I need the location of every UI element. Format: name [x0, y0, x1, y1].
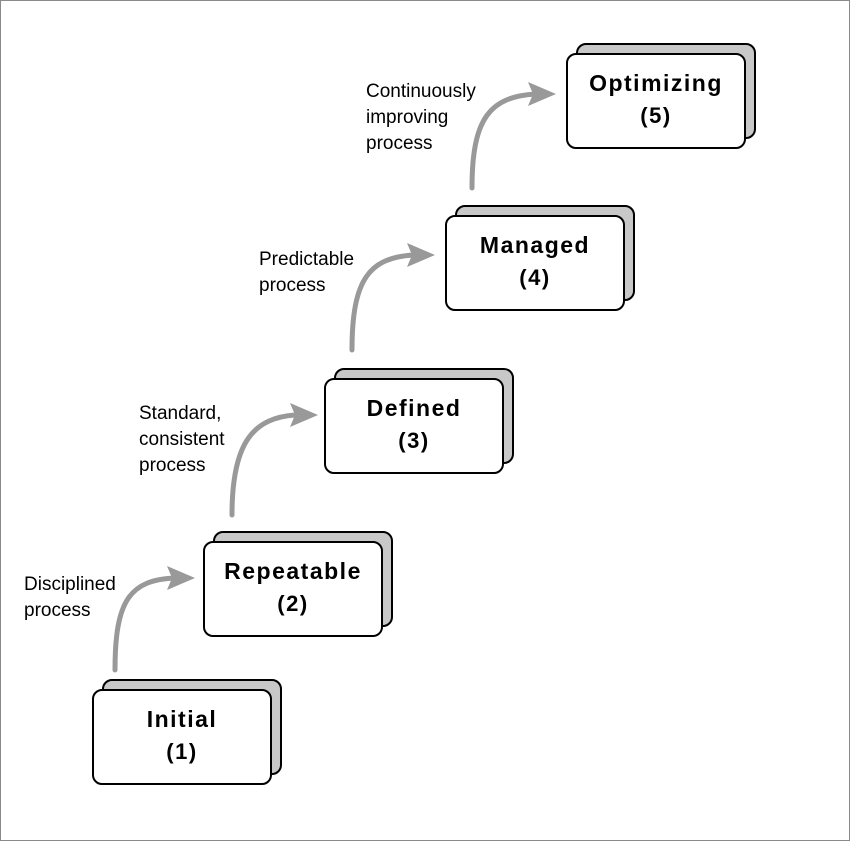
stage-name: Initial [146, 706, 218, 732]
stage-number: (2) [277, 591, 309, 616]
stage-number: (3) [398, 428, 430, 453]
arrow-2-to-3 [229, 412, 298, 518]
transition-label-1: Disciplined process [24, 572, 116, 624]
stage-defined: Defined (3) [324, 368, 514, 476]
stage-repeatable: Repeatable (2) [203, 531, 393, 639]
arrow-4-to-5 [469, 91, 538, 191]
stage-number: (5) [640, 103, 672, 128]
stage-number: (4) [519, 265, 551, 290]
label-line: Standard, [139, 403, 222, 424]
label-line: process [139, 455, 206, 476]
label-line: Continuously [366, 81, 476, 102]
stage-card: Optimizing (5) [566, 53, 746, 149]
label-line: improving [366, 107, 449, 128]
stage-card: Initial (1) [92, 689, 272, 785]
label-line: Predictable [259, 249, 355, 270]
arrow-3-to-4 [349, 252, 416, 353]
arrow-3-head [407, 243, 435, 267]
stage-number: (1) [166, 739, 198, 764]
arrow-1-to-2 [112, 575, 178, 673]
stage-card: Managed (4) [445, 215, 625, 311]
stage-initial: Initial (1) [92, 679, 282, 787]
label-line: process [366, 133, 433, 154]
stage-card: Repeatable (2) [203, 541, 383, 637]
transition-label-2: Standard, consistent process [139, 401, 225, 479]
transition-label-3: Predictable process [259, 247, 354, 299]
stage-name: Managed [479, 232, 591, 258]
arrow-4-head [528, 82, 556, 106]
transition-label-4: Continuously improving process [366, 79, 476, 157]
label-line: consistent [139, 429, 225, 450]
label-line: Disciplined [24, 574, 116, 595]
arrow-2-head [290, 403, 318, 427]
stage-name: Repeatable [224, 558, 362, 584]
stage-card: Defined (3) [324, 378, 504, 474]
stage-managed: Managed (4) [445, 205, 635, 313]
stage-optimizing: Optimizing (5) [566, 43, 756, 151]
label-line: process [24, 600, 91, 621]
arrow-1-head [167, 566, 195, 590]
stage-name: Defined [366, 395, 462, 421]
label-line: process [259, 275, 326, 296]
stage-name: Optimizing [589, 70, 723, 96]
